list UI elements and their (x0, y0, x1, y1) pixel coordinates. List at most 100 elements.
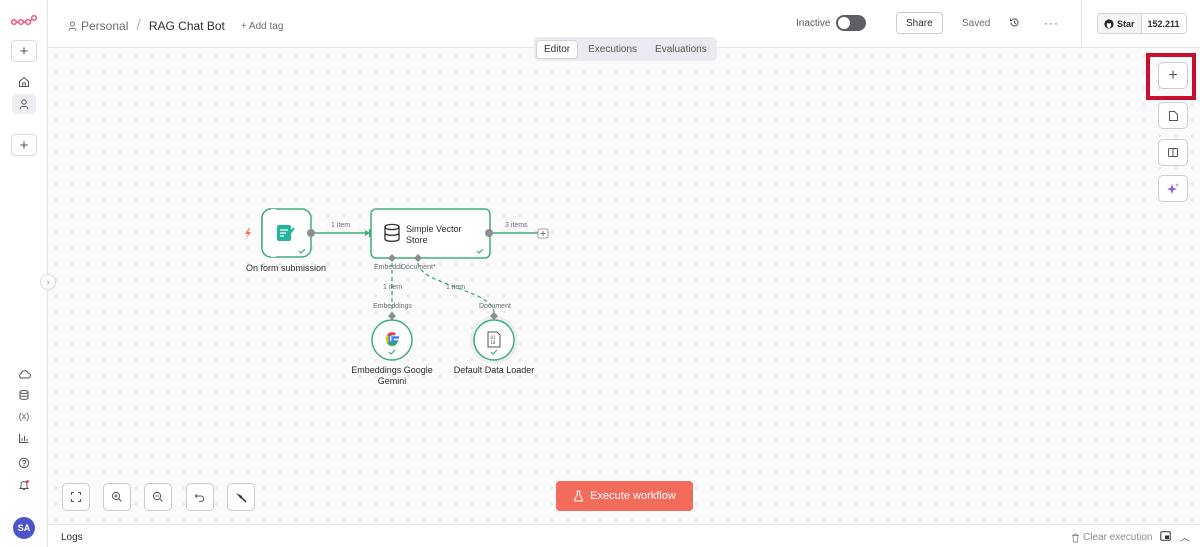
chevron-up-icon[interactable]: ︿ (1180, 533, 1190, 544)
node-default-data-loader[interactable]: 01 10 (473, 319, 515, 361)
notifications-nav-item[interactable] (12, 475, 36, 495)
store-output-port[interactable] (485, 229, 493, 237)
avatar-initials: SA (17, 523, 31, 533)
plus-icon: + (1168, 66, 1178, 84)
n8n-logo[interactable] (11, 15, 38, 30)
trigger-bolt-icon (245, 228, 251, 239)
node-embeddings-gemini[interactable] (371, 319, 413, 361)
clear-execution-button[interactable]: Clear execution (1071, 532, 1152, 543)
undo-button[interactable] (186, 483, 214, 511)
tab-editor[interactable]: Editor (536, 39, 579, 59)
edge-label-store-out: 3 items (505, 222, 528, 229)
node-form-trigger[interactable] (261, 208, 312, 258)
plus-icon: + (19, 42, 29, 60)
execute-workflow-button[interactable]: Execute workflow (556, 481, 693, 511)
embeddings-output-port[interactable] (388, 312, 396, 320)
zoom-out-button[interactable] (144, 483, 172, 511)
check-icon (490, 349, 498, 355)
sidebar-collapse-toggle[interactable]: › (40, 274, 56, 290)
insights-icon (19, 433, 29, 443)
port-label-embeddings-out: Embeddings (373, 303, 412, 310)
add-next-node-button[interactable] (537, 228, 549, 239)
undo-icon (194, 494, 205, 502)
sparkle-icon (1167, 182, 1179, 194)
workflow-canvas[interactable] (48, 48, 1200, 524)
store-document-port[interactable] (414, 254, 422, 262)
zoom-in-button[interactable] (103, 483, 131, 511)
node-label-embeddings: Embeddings Google Gemini (347, 365, 437, 387)
check-icon (298, 248, 306, 254)
node-label-vector-store-line1: Simple Vector (406, 224, 462, 234)
port-label-embeddings-in: Embeddi (374, 264, 402, 271)
form-icon (277, 225, 295, 241)
workflow-name[interactable]: RAG Chat Bot (148, 19, 225, 33)
logs-panel-bar[interactable]: Logs Clear execution ︿ (48, 524, 1200, 547)
header-divider (1081, 0, 1082, 48)
binary-file-icon: 01 10 (487, 331, 501, 348)
home-nav-item[interactable] (12, 72, 36, 92)
more-options-icon[interactable]: ··· (1044, 16, 1059, 30)
panel-icon (1168, 148, 1178, 157)
tab-evaluations[interactable]: Evaluations (655, 43, 707, 55)
svg-text:10: 10 (491, 340, 496, 345)
trigger-output-port[interactable] (307, 229, 315, 237)
cloud-icon (18, 370, 31, 379)
edge-label-embeddings-items: 1 item (383, 284, 403, 291)
create-button[interactable]: + (11, 40, 37, 62)
fullscreen-icon (71, 492, 81, 502)
edge-arrow (365, 230, 370, 236)
node-label-embeddings-line2: Gemini (377, 376, 407, 386)
history-icon[interactable] (1009, 17, 1020, 31)
activation-status: Inactive (796, 17, 831, 29)
plus-icon (540, 231, 546, 236)
data-loader-output-port[interactable] (490, 312, 498, 320)
personal-nav-item[interactable] (12, 94, 36, 114)
insights-nav-item[interactable] (12, 428, 36, 448)
breadcrumb: Personal / RAG Chat Bot + Add tag (68, 17, 283, 35)
help-icon (18, 457, 30, 469)
fit-view-button[interactable] (62, 483, 90, 511)
github-icon (1104, 18, 1114, 29)
ai-assistant-button[interactable] (1158, 175, 1188, 202)
activation-toggle[interactable] (836, 15, 867, 31)
add-project-button[interactable]: + (11, 134, 37, 156)
variables-nav-item[interactable]: (x) (12, 406, 36, 426)
home-icon (19, 76, 29, 87)
add-node-button[interactable]: + (1158, 62, 1188, 89)
github-star-button[interactable]: Star 152.211 (1097, 13, 1187, 34)
broom-icon (236, 493, 247, 503)
node-label-vector-store-line2: Store (406, 235, 428, 245)
activation-control: Inactive (796, 15, 867, 31)
help-nav-item[interactable] (12, 453, 36, 473)
port-label-document-out: Document (479, 303, 511, 310)
store-embeddings-port[interactable] (388, 254, 396, 262)
chevron-right-icon: › (46, 277, 50, 287)
edge-document-store[interactable] (417, 262, 495, 314)
check-icon (388, 349, 396, 355)
trash-icon (1072, 533, 1079, 542)
tab-executions[interactable]: Executions (588, 43, 638, 55)
google-icon (385, 332, 400, 346)
edge-label-trigger-store: 1 item (331, 222, 351, 229)
saved-status: Saved (962, 18, 991, 29)
toggle-panel-button[interactable] (1158, 139, 1188, 166)
bell-icon (18, 480, 30, 490)
datatables-nav-item[interactable] (12, 385, 36, 405)
node-label-data-loader: Default Data Loader (453, 365, 535, 375)
add-sticky-button[interactable] (1158, 102, 1188, 129)
avatar[interactable]: SA (13, 517, 35, 539)
add-tag-button[interactable]: + Add tag (240, 20, 284, 32)
project-link[interactable]: Personal (68, 19, 128, 33)
templates-nav-item[interactable] (12, 364, 36, 384)
pop-out-icon[interactable] (1160, 531, 1171, 544)
flask-icon (573, 490, 584, 502)
tidy-up-button[interactable] (227, 483, 255, 511)
node-label-form-trigger: On form submission (245, 263, 327, 273)
node-label-embeddings-line1: Embeddings Google (351, 365, 433, 375)
github-star-count: 152.211 (1141, 14, 1186, 33)
github-star[interactable]: Star (1098, 14, 1142, 33)
user-icon (68, 21, 77, 31)
share-button[interactable]: Share (896, 12, 943, 34)
svg-text:01: 01 (491, 335, 496, 340)
view-tabs: Editor Executions Evaluations (534, 37, 717, 61)
